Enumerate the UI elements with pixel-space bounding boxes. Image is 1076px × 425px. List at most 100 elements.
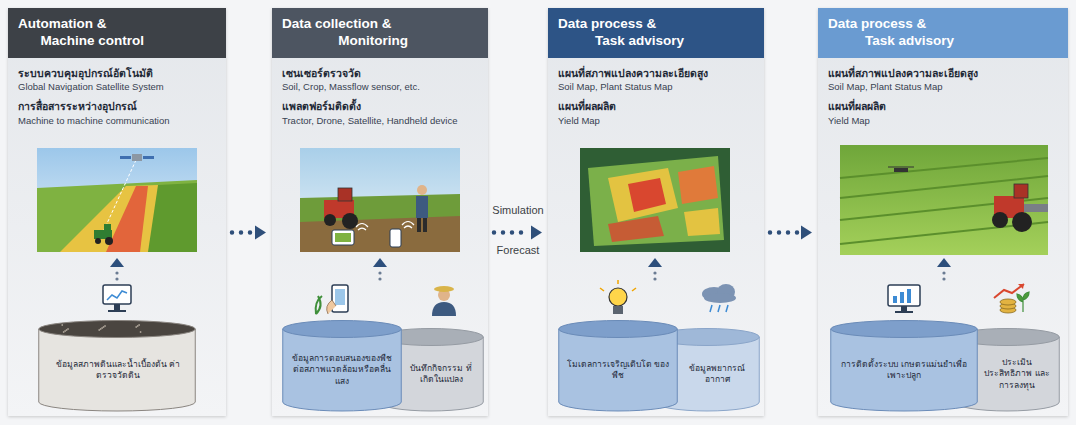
illustration-part: [300, 148, 460, 252]
illustration-part: [942, 271, 945, 274]
illustration-part: [390, 229, 401, 247]
stage-panel: Data process & Task advisoryแผนที่สภาพแป…: [548, 8, 764, 416]
illustration-part: [114, 304, 120, 310]
soil-speck: [138, 324, 140, 326]
cylinder-text: ข้อมูลพยากรณ์ อากาศ: [682, 363, 752, 386]
data-cylinder: ข้อมูลสภาพดินและน้ำเบื้องต้น ค่าตรวจวัดด…: [38, 320, 196, 412]
illustration-part: [335, 233, 351, 242]
illustration-part: [648, 258, 662, 267]
cylinder-top: [379, 329, 484, 346]
illustration-part: [115, 277, 118, 280]
illustration-part: [438, 289, 450, 301]
data-cylinder: การติดตั้งระบบ เกษตรแม่นยำเพื่อเพาะปลูก: [830, 320, 978, 412]
english-subtitle: Soil Map, Plant Status Map: [558, 81, 754, 93]
illustration-part: [580, 148, 730, 252]
illustration-part: [628, 178, 666, 212]
illustration-part: [600, 288, 604, 291]
illustration-part: [588, 156, 724, 246]
thai-heading: แผนที่สภาพแปลงความละเอียดสูง: [828, 66, 1058, 81]
illustration-part: [992, 212, 1008, 228]
english-subtitle: Soil, Crop, Massflow sensor, etc.: [282, 81, 478, 93]
illustration-part: [402, 222, 414, 229]
illustration-part: [608, 216, 664, 242]
illustration-part: [1000, 307, 1016, 313]
illustration-part: [901, 306, 907, 311]
illustration-part: [894, 168, 908, 172]
illustration-part: [132, 154, 142, 161]
illustration-part: [942, 277, 945, 280]
illustration-part: [888, 285, 920, 306]
illustration-part: [717, 284, 735, 300]
soil-speck: [104, 325, 106, 327]
illustration-part: [104, 160, 136, 230]
thai-heading: เซนเซอร์ตรวจวัด: [282, 66, 478, 81]
cylinder-top: [955, 329, 1060, 346]
illustration-part: [95, 238, 101, 244]
illustration-part: [417, 185, 427, 195]
illustration-part: [1014, 184, 1028, 198]
panel-header: Automation & Machine control: [8, 8, 226, 58]
illustration-part: [300, 216, 460, 252]
cylinder-top: [655, 329, 760, 346]
illustration-part: [110, 258, 124, 267]
flow-connector: [232, 225, 266, 239]
illustration-part: [373, 258, 387, 267]
stage-panel: Data process & Task advisory แผนที่สภาพแป…: [818, 8, 1068, 416]
thai-heading: การสื่อสารระหว่างอุปกรณ์: [18, 99, 216, 114]
illustration-part: [900, 292, 904, 303]
illustration-part: [60, 185, 164, 252]
english-subtitle: Yield Map: [558, 115, 754, 127]
illustration-part: [324, 214, 336, 226]
thai-heading: แพลตฟอร์มติดตั้ง: [282, 99, 478, 114]
cylinder-text: โมเดลการเจริญเติบโต ของพืช: [566, 359, 670, 382]
illustration-part: [888, 167, 914, 168]
illustration-part: [840, 158, 1048, 244]
stage-panel: Automation & Machine controlระบบควบคุมอุ…: [8, 8, 226, 416]
illustration-part: [653, 277, 656, 280]
thai-heading: แผนที่ผลผลิต: [558, 99, 754, 114]
illustration-part: [143, 156, 154, 159]
cylinder-text: ข้อมูลสภาพดินและน้ำเบื้องต้น ค่าตรวจวัดด…: [48, 359, 188, 382]
illustration-part: [726, 305, 728, 312]
illustration-part: [702, 287, 726, 301]
data-cylinder: ข้อมูลการตอบสนองของพืช ต่อสภาพแวดล้อมหรื…: [282, 320, 402, 412]
dotted-line: [494, 230, 528, 235]
illustration-part: [105, 237, 113, 245]
illustration-part: [1024, 204, 1048, 212]
cylinder-text: ข้อมูลการตอบสนองของพืช ต่อสภาพแวดล้อมหรื…: [290, 353, 394, 387]
english-subtitle: Machine to machine communication: [18, 115, 216, 127]
illustration-part: [432, 302, 456, 316]
illustration-part: [994, 284, 1024, 298]
english-subtitle: Global Navigation Satellite System: [18, 81, 216, 93]
cylinder-body: [655, 337, 760, 411]
illustration-part: [378, 271, 381, 274]
illustration-part: [710, 305, 712, 312]
illustration-part: [107, 291, 127, 300]
soil-speck: [140, 331, 142, 333]
header-text: Data collection & Monitoring: [282, 16, 408, 50]
illustration-part: [148, 183, 197, 252]
illustration-part: [678, 166, 718, 204]
illustration-part: [1000, 303, 1016, 309]
illustration-part: [937, 258, 951, 267]
illustration-part: [300, 194, 460, 252]
illustration-part: [617, 280, 619, 284]
illustration-part: [94, 230, 112, 239]
illustration-part: [613, 306, 623, 314]
illustration-part: [840, 145, 1048, 255]
dotted-line: [770, 230, 798, 235]
panel-header: Data process & Task advisory: [818, 8, 1068, 58]
illustration-part: [632, 288, 636, 291]
illustration-part: [994, 196, 1024, 218]
cylinder-text: บันทึกกิจกรรม ที่เกิดในแปลง: [406, 363, 476, 386]
data-cylinder: โมเดลการเจริญเติบโต ของพืช: [558, 320, 678, 412]
illustration-part: [338, 188, 352, 201]
illustration-part: [103, 285, 131, 304]
illustration-part: [324, 200, 354, 218]
cylinder-label: โมเดลการเจริญเติบโต ของพืช: [558, 320, 678, 392]
panel-header: Data collection & Monitoring: [272, 8, 488, 58]
illustration-part: [1000, 299, 1016, 305]
illustration-part: [653, 271, 656, 274]
illustration-part: [895, 311, 913, 313]
